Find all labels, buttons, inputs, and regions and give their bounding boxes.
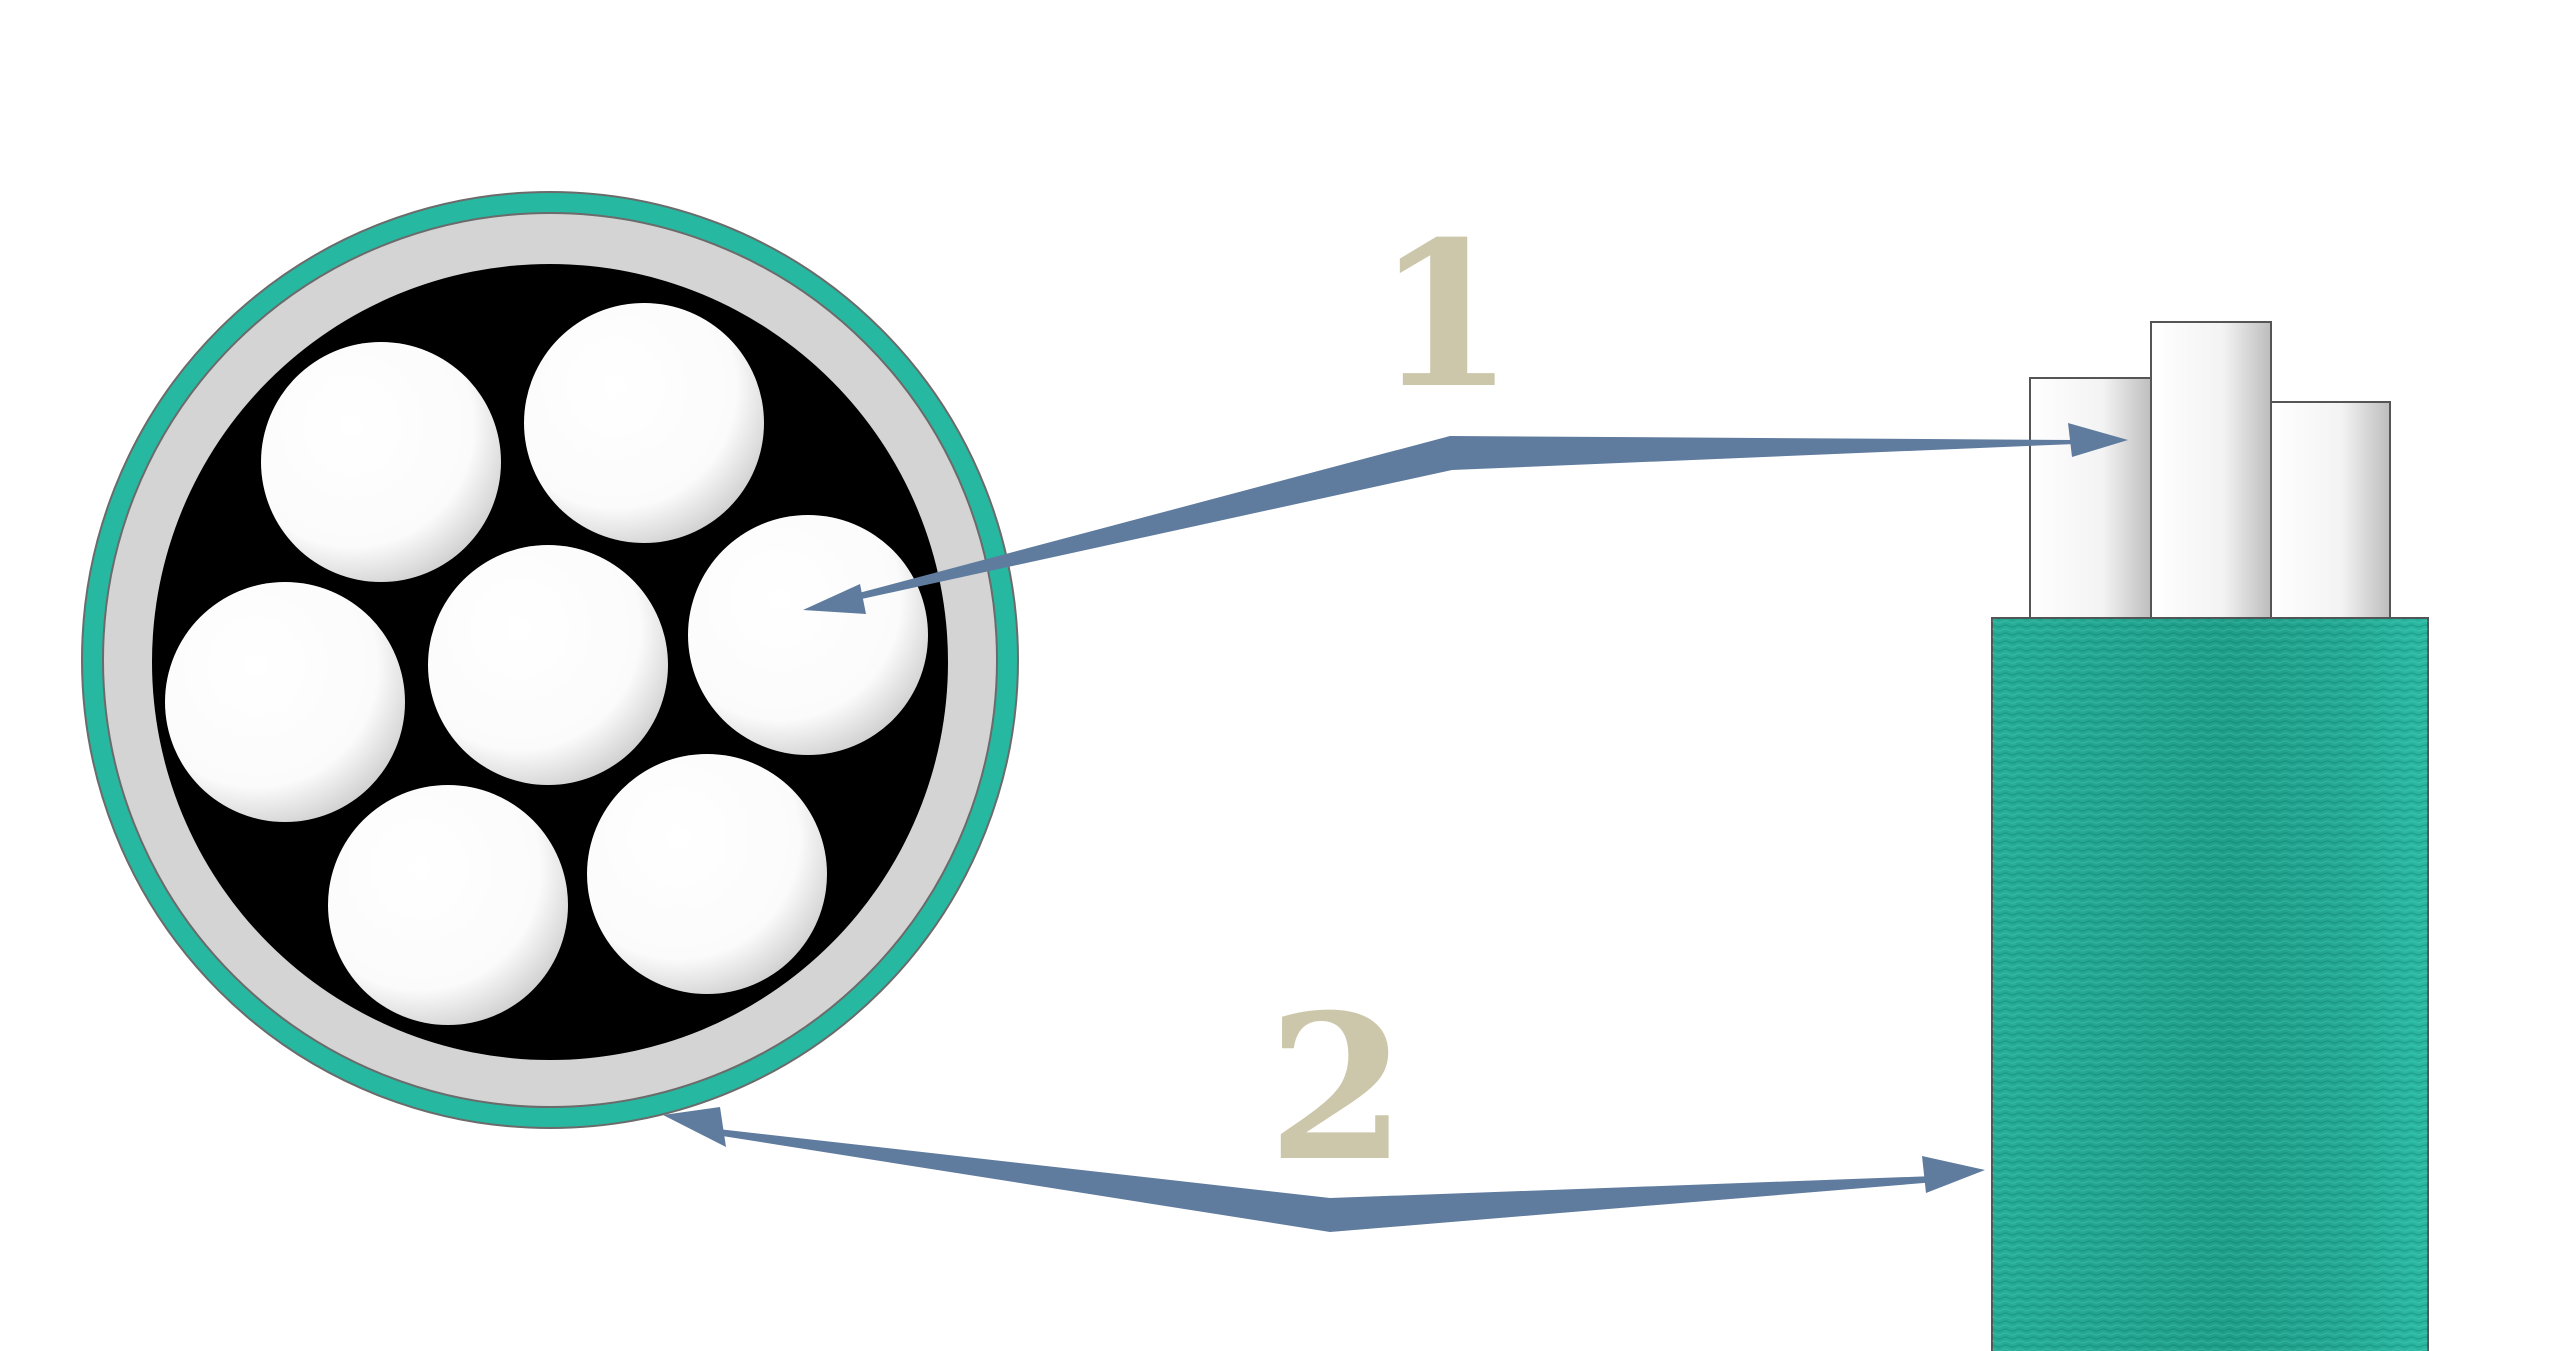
arrow-2 (663, 1107, 1985, 1232)
strand-bottom-left (328, 785, 568, 1025)
conductor-strands (165, 303, 928, 1025)
arrow-2-right-head (1922, 1156, 1985, 1193)
tube-middle (2150, 321, 2272, 639)
tube-left (2029, 377, 2153, 639)
arrow-1-shaft (855, 436, 2075, 600)
arrow-1-left-head (803, 584, 866, 614)
strand-top-right (524, 303, 764, 543)
strand-top-left (261, 342, 501, 582)
strand-center (428, 545, 668, 785)
tube-right (2269, 401, 2391, 639)
strand-right (688, 515, 928, 755)
jacket-texture (1992, 618, 2428, 1351)
arrow-2-left-head (663, 1107, 726, 1147)
label-2: 2 (1267, 971, 1406, 1206)
arrow-1 (803, 423, 2128, 614)
label-1: 1 (1375, 198, 1514, 433)
strand-left (165, 582, 405, 822)
arrow-1-right-head (2068, 423, 2128, 457)
strand-bottom-right (587, 754, 827, 994)
arrow-2-shaft (716, 1129, 1936, 1232)
cable-side-view (1991, 321, 2429, 1351)
cable-cross-section (81, 191, 1019, 1129)
